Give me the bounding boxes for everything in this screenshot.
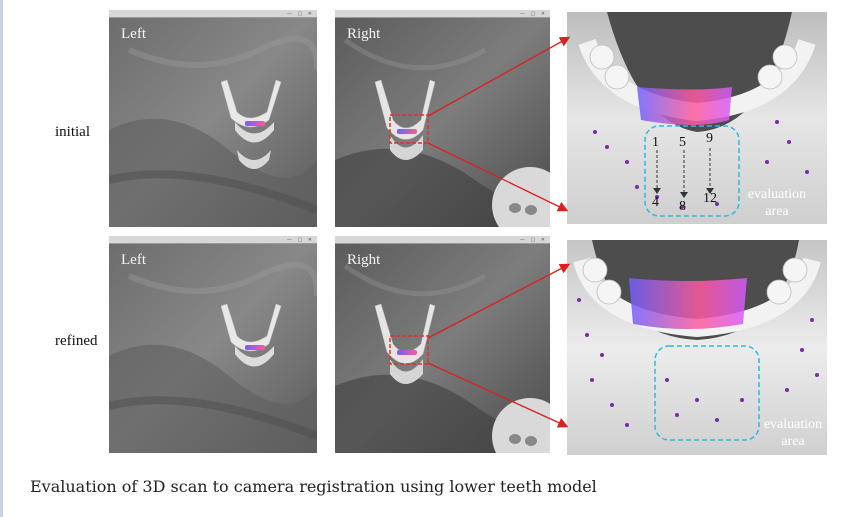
window-titlebar: — ▢ ✕ (109, 236, 317, 244)
left-rule (0, 0, 3, 517)
point-label-4: 4 (652, 195, 659, 210)
area-label-line2: area (765, 204, 789, 219)
point-label-5: 5 (679, 135, 686, 150)
panel-initial-left: — ▢ ✕ Left (109, 10, 317, 227)
point-label-9: 9 (706, 131, 713, 146)
panel-refined-right: — ▢ ✕ Right (335, 236, 550, 453)
area-label-line1: evaluation (747, 187, 807, 202)
window-titlebar: — ▢ ✕ (109, 10, 317, 18)
zoom-refined: evaluation area (567, 240, 827, 455)
figure-caption: Evaluation of 3D scan to camera registra… (30, 477, 597, 496)
point-label-1: 1 (652, 135, 659, 150)
window-titlebar: — ▢ ✕ (335, 10, 550, 18)
camera-view-left (109, 236, 317, 453)
window-titlebar: — ▢ ✕ (335, 236, 550, 244)
panel-label-right: Right (347, 26, 381, 42)
panel-initial-right: — ▢ ✕ Right (335, 10, 550, 227)
evaluation-area-label: evaluation area (737, 186, 817, 220)
row-label-initial: initial (55, 124, 90, 140)
area-label-line1: evaluation (763, 417, 823, 432)
panel-label-right: Right (347, 252, 381, 268)
zoom-teeth-view (567, 12, 827, 224)
point-label-8: 8 (679, 199, 686, 214)
row-label-refined: refined (55, 333, 98, 349)
panel-label-left: Left (121, 26, 146, 42)
zoom-initial: 1 5 9 4 8 12 evaluation area (567, 12, 827, 224)
evaluation-area-label: evaluation area (755, 416, 827, 450)
panel-refined-left: — ▢ ✕ Left (109, 236, 317, 453)
area-label-line2: area (781, 434, 805, 449)
zoom-teeth-view (567, 240, 827, 455)
camera-view-left (109, 10, 317, 227)
point-label-12: 12 (703, 191, 717, 206)
panel-label-left: Left (121, 252, 146, 268)
